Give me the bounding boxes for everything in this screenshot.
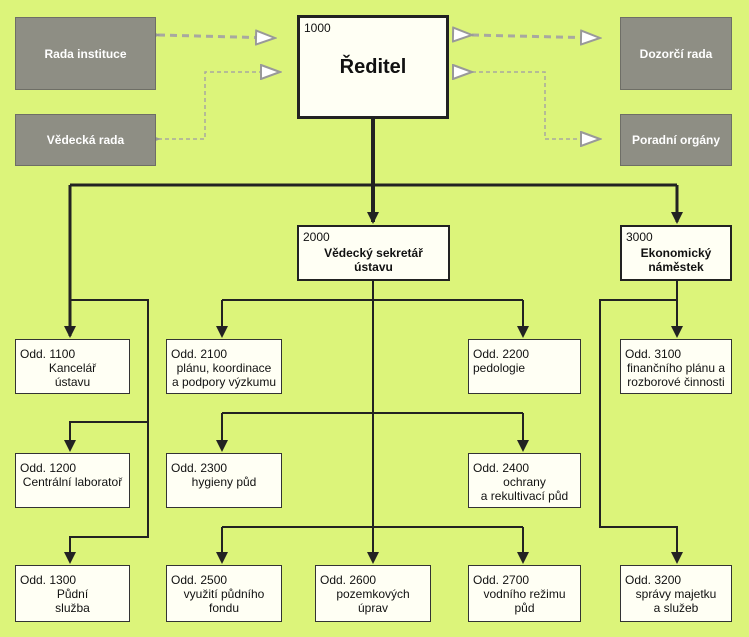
dept-2100-name: plánu, koordinace a podpory výzkumu	[171, 361, 277, 389]
dept-2500-name: využití půdního fondu	[183, 587, 265, 615]
dept-1200-code: Odd. 1200	[20, 461, 77, 475]
head-2000-title: Vědecký sekretář ústavu	[324, 246, 423, 274]
dept-2400-name: ochrany a rekultivací půd	[480, 475, 569, 503]
box-dept-2200: Odd. 2200 pedologie	[468, 339, 581, 394]
dept-3100-code: Odd. 3100	[625, 347, 682, 361]
director-code: 1000	[304, 21, 331, 35]
dept-2400-code: Odd. 2400	[473, 461, 530, 475]
box-dept-1300: Odd. 1300 Půdní služba	[15, 565, 130, 622]
dept-2300-name: hygieny půd	[191, 475, 257, 489]
head-2000-code: 2000	[303, 230, 330, 244]
box-head-3000: 3000 Ekonomický náměstek	[620, 225, 732, 281]
link-vedecka-rada	[158, 72, 280, 139]
box-rada-instituce: Rada instituce	[15, 17, 156, 90]
dept-1100-code: Odd. 1100	[20, 347, 76, 361]
box-director: 1000 Ředitel	[297, 15, 449, 119]
dept-2100-code: Odd. 2100	[171, 347, 228, 361]
label-dozorci-rada: Dozorčí rada	[639, 46, 713, 61]
dept-2600-code: Odd. 2600	[320, 573, 377, 587]
box-head-2000: 2000 Vědecký sekretář ústavu	[297, 225, 450, 281]
dept-1100-name: Kancelář ústavu	[48, 361, 97, 389]
box-dozorci-rada: Dozorčí rada	[620, 17, 732, 90]
dept-2200-name: pedologie	[473, 361, 526, 375]
box-dept-1200: Odd. 1200 Centrální laboratoř	[15, 453, 130, 508]
box-vedecka-rada: Vědecká rada	[15, 114, 156, 166]
label-vedecka-rada: Vědecká rada	[46, 133, 125, 147]
box-dept-2100: Odd. 2100 plánu, koordinace a podpory vý…	[166, 339, 282, 394]
link-rada-instituce	[158, 35, 275, 38]
dept-2700-code: Odd. 2700	[473, 573, 530, 587]
box-dept-2600: Odd. 2600 pozemkových úprav	[315, 565, 431, 622]
director-title: Ředitel	[339, 56, 407, 78]
dept-1200-name: Centrální laboratoř	[22, 475, 123, 489]
box-poradni-organy: Poradní orgány	[620, 114, 732, 166]
dept-3200-name: správy majetku a služeb	[635, 587, 717, 615]
box-dept-2400: Odd. 2400 ochrany a rekultivací půd	[468, 453, 581, 508]
box-dept-2500: Odd. 2500 využití půdního fondu	[166, 565, 282, 622]
solid-links	[64, 118, 683, 564]
box-dept-2300: Odd. 2300 hygieny půd	[166, 453, 282, 508]
dept-2700-name: vodního režimu půd	[483, 587, 566, 615]
dept-1300-code: Odd. 1300	[20, 573, 77, 587]
dept-2600-name: pozemkových úprav	[336, 587, 410, 615]
box-dept-1100: Odd. 1100 Kancelář ústavu	[15, 339, 130, 394]
dept-1300-name: Půdní služba	[55, 587, 90, 615]
box-dept-3200: Odd. 3200 správy majetku a služeb	[620, 565, 732, 622]
head-3000-title: Ekonomický náměstek	[640, 246, 712, 274]
box-dept-3100: Odd. 3100 finančního plánu a rozborové č…	[620, 339, 732, 394]
dept-3200-code: Odd. 3200	[625, 573, 682, 587]
link-poradni-organy	[472, 72, 600, 139]
dept-2500-code: Odd. 2500	[171, 573, 228, 587]
label-rada-instituce: Rada instituce	[44, 46, 127, 61]
dashed-links	[158, 35, 600, 139]
dept-2300-code: Odd. 2300	[171, 461, 228, 475]
dept-3100-name: finančního plánu a rozborové činnosti	[626, 361, 726, 389]
dept-2200-code: Odd. 2200	[473, 347, 530, 361]
link-dozorci-rada	[472, 35, 600, 38]
label-poradni-organy: Poradní orgány	[631, 133, 720, 147]
box-dept-2700: Odd. 2700 vodního režimu půd	[468, 565, 581, 622]
head-3000-code: 3000	[626, 230, 653, 244]
